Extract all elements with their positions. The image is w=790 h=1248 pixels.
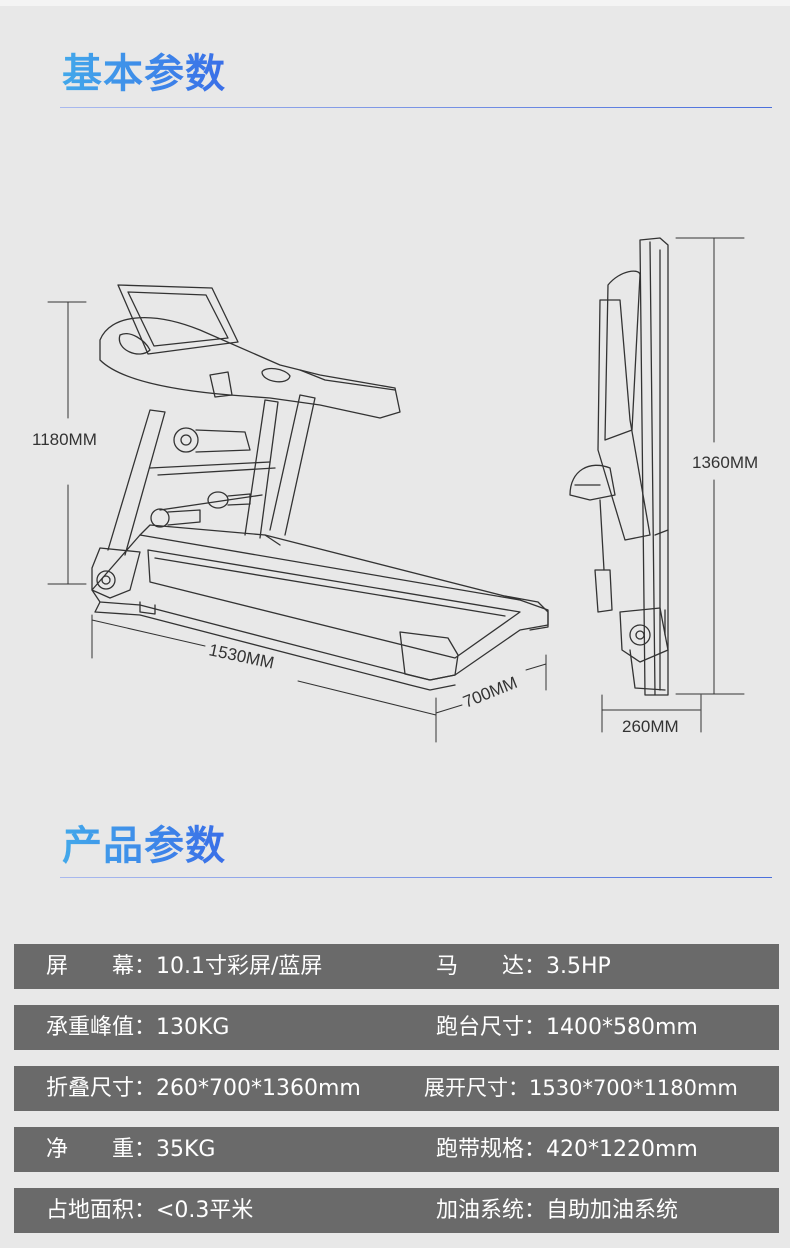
section-title-basic: 基本参数 [62,51,226,97]
spec-floor-area: 占地面积：<0.3平米 [46,1198,254,1223]
spec-folded-size: 折叠尺寸：260*700*1360mm [46,1076,361,1101]
treadmill-folded-drawing [569,237,669,696]
dim-label-length: 1530MM [207,640,276,672]
spec-row: 净 重：35KG 跑带规格：420*1220mm [14,1127,779,1172]
dim-label-height: 1180MM [32,430,97,449]
spec-max-load: 承重峰值：130KG [46,1015,230,1040]
spec-screen: 屏 幕：10.1寸彩屏/蓝屏 [46,954,323,979]
dim-label-width: 700MM [460,673,520,712]
section-divider [60,107,772,108]
dim-label-folded-height: 1360MM [692,453,758,472]
dim-label-folded-depth: 260MM [622,717,679,736]
spec-row: 承重峰值：130KG 跑台尺寸：1400*580mm [14,1005,779,1050]
treadmill-dimension-diagram: 1180MM 1530MM 700MM 1360MM 260MM [32,237,758,743]
spec-deck-size: 跑台尺寸：1400*580mm [436,1015,698,1040]
spec-lubrication: 加油系统：自助加油系统 [436,1198,679,1223]
spec-row: 占地面积：<0.3平米 加油系统：自助加油系统 [14,1188,779,1233]
treadmill-unfolded-drawing [91,284,549,691]
spec-belt-size: 跑带规格：420*1220mm [436,1137,698,1162]
spec-row: 折叠尺寸：260*700*1360mm 展开尺寸：1530*700*1180mm [14,1066,779,1111]
spec-row: 屏 幕：10.1寸彩屏/蓝屏 马 达：3.5HP [14,944,779,989]
spec-net-weight: 净 重：35KG [46,1137,216,1162]
spec-motor: 马 达：3.5HP [436,954,611,979]
section-title-product: 产品参数 [62,823,226,869]
dimension-lines-folded [601,237,745,733]
section-divider [60,877,772,878]
top-band [0,0,790,6]
spec-unfolded-size: 展开尺寸：1530*700*1180mm [424,1076,738,1100]
dimension-lines-unfolded [47,301,547,743]
